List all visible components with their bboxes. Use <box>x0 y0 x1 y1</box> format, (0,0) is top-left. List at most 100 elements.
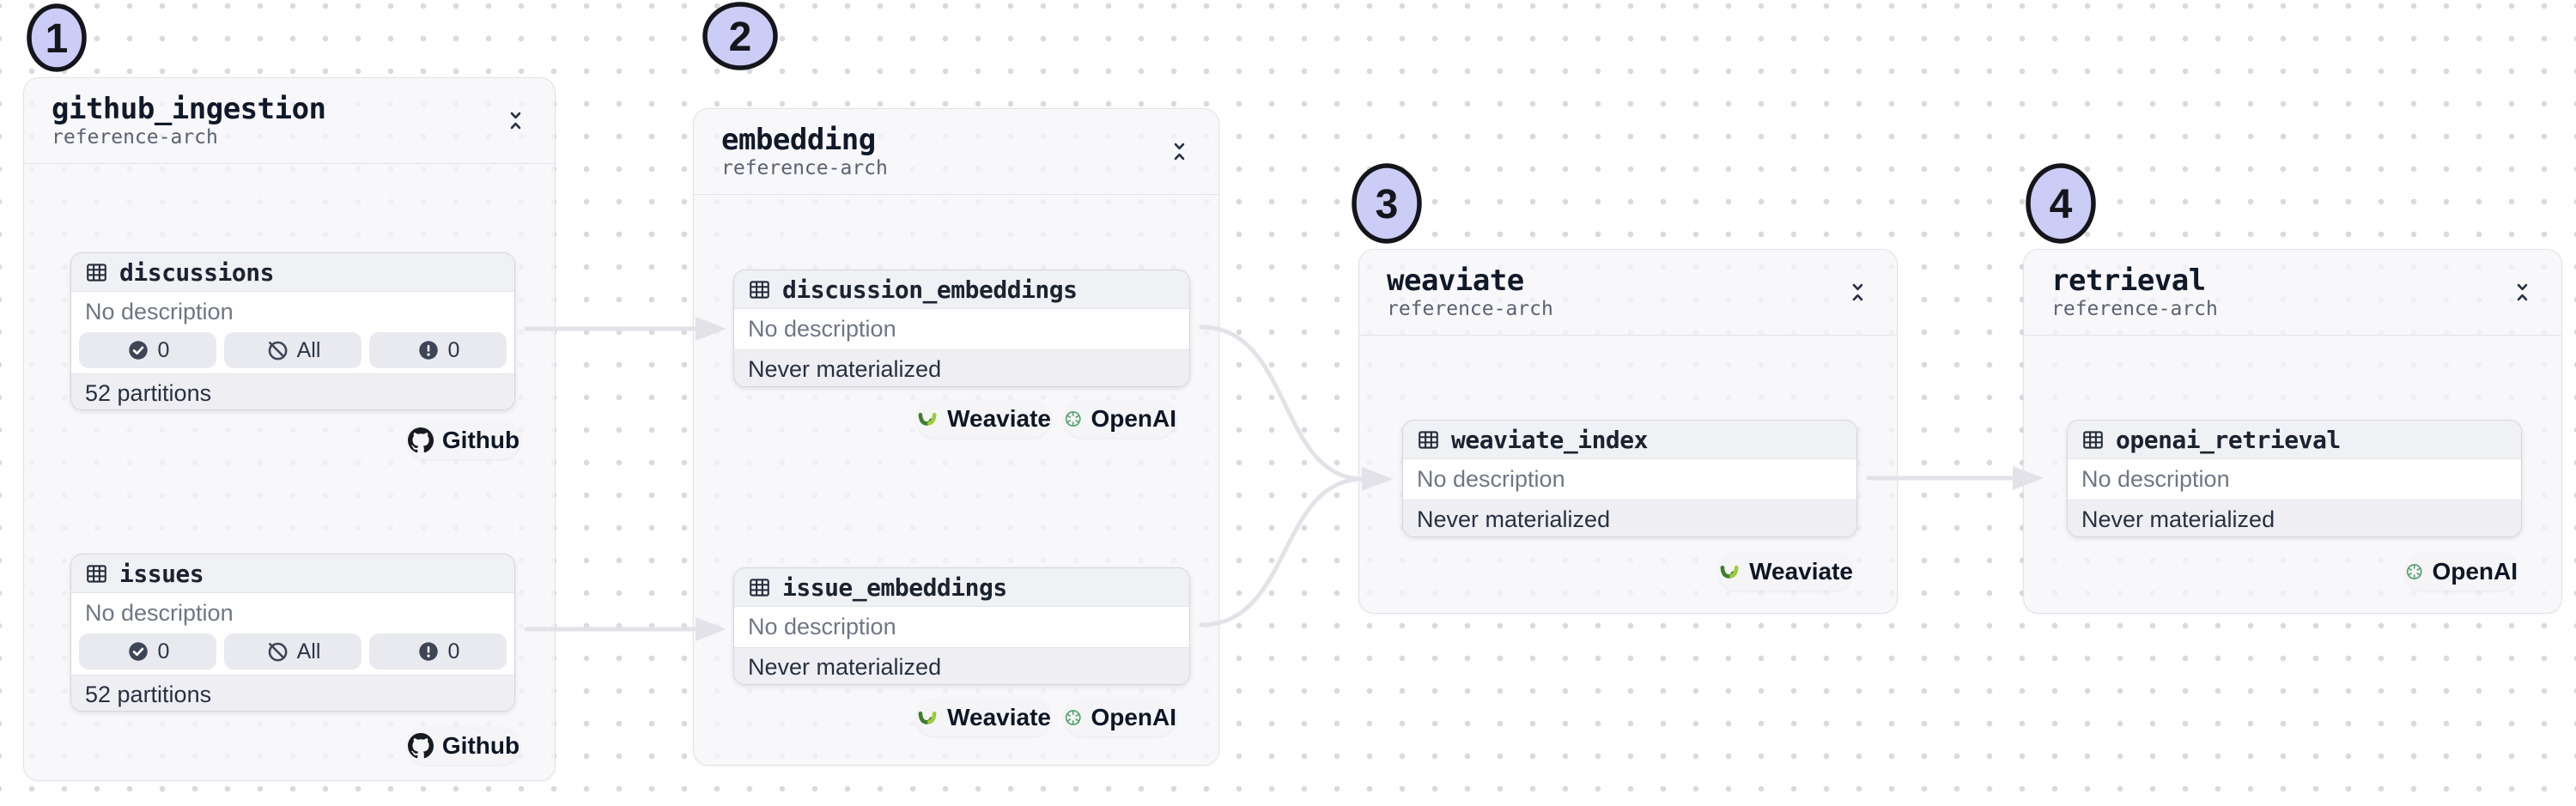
asset-card-weaviate-index[interactable]: weaviate_index No description Never mate… <box>1402 420 1857 537</box>
group-title: github_ingestion <box>52 92 326 126</box>
kind-badge-weaviate: Weaviate <box>1718 553 1853 591</box>
checks-passed-pill[interactable]: 0 <box>79 332 216 368</box>
asset-description: No description <box>1417 466 1565 492</box>
asset-description: No description <box>748 614 896 639</box>
group-subtitle: reference-arch <box>721 157 888 179</box>
asset-status-footer: Never materialized <box>734 349 1189 386</box>
badge-label: Github <box>441 732 520 759</box>
kind-badge-github: Github <box>407 421 520 459</box>
alert-circle-icon <box>418 341 438 360</box>
badge-label: Weaviate <box>947 704 1051 730</box>
edge-issue-embeddings-to-weaviate-index <box>1199 476 1366 627</box>
asset-name: discussions <box>119 258 274 287</box>
checks-passed-pill[interactable]: 0 <box>79 633 216 670</box>
collapse-group-button[interactable] <box>1843 277 1873 307</box>
pill-label: 0 <box>447 639 460 664</box>
asset-card-header: discussions <box>71 253 514 292</box>
pill-label: 0 <box>447 337 460 362</box>
annotation-number: 4 <box>2050 182 2073 227</box>
group-embedding: embedding reference-arch discussion_embe… <box>693 108 1219 766</box>
group-title: weaviate <box>1387 264 1524 298</box>
missing-pill[interactable]: All <box>224 332 361 368</box>
asset-status-footer: Never materialized <box>1403 500 1856 536</box>
annotation-circle-3: 3 <box>1352 163 1422 244</box>
collapse-group-button[interactable] <box>501 106 531 136</box>
group-header[interactable]: embedding reference-arch <box>694 109 1218 195</box>
missing-pill[interactable]: All <box>224 633 361 670</box>
weaviate-icon <box>916 406 939 432</box>
asset-card-issue-embeddings[interactable]: issue_embeddings No description Never ma… <box>733 567 1190 685</box>
group-retrieval: retrieval reference-arch openai_retrieva… <box>2023 249 2562 614</box>
check-circle-icon <box>127 640 149 663</box>
kind-badge-weaviate: Weaviate <box>916 400 1051 438</box>
asset-card-openai-retrieval[interactable]: openai_retrieval No description Never ma… <box>2067 420 2522 537</box>
kind-badge-openai: OpenAI <box>2405 553 2518 591</box>
asset-card-header: discussion_embeddings <box>734 270 1189 309</box>
asset-card-discussion-embeddings[interactable]: discussion_embeddings No description Nev… <box>733 270 1190 387</box>
asset-card-header: openai_retrieval <box>2068 421 2521 459</box>
asset-name: weaviate_index <box>1451 425 1649 454</box>
table-icon <box>87 564 106 583</box>
group-github-ingestion: github_ingestion reference-arch discussi… <box>23 77 556 781</box>
badge-label: Weaviate <box>947 405 1051 432</box>
group-header[interactable]: github_ingestion reference-arch <box>24 78 555 164</box>
pill-label: All <box>296 639 321 664</box>
openai-icon <box>2405 562 2424 581</box>
badge-label: Weaviate <box>1749 558 1853 585</box>
asset-name: issue_embeddings <box>782 573 1007 602</box>
asset-card-header: issues <box>71 555 514 593</box>
kind-badge-openai: OpenAI <box>1064 400 1176 438</box>
asset-card-issues[interactable]: issues No description 0 All 0 52 partiti… <box>70 554 515 712</box>
alert-circle-icon <box>418 642 438 661</box>
asset-name: discussion_embeddings <box>782 275 1078 304</box>
edge-discussion-embeddings-to-weaviate-index <box>1199 324 1366 482</box>
annotation-number: 1 <box>46 16 69 62</box>
group-title: retrieval <box>2051 264 2206 298</box>
collapse-group-button[interactable] <box>2507 277 2537 307</box>
asset-status-pills: 0 All 0 <box>71 633 514 675</box>
openai-icon <box>1064 708 1083 727</box>
group-header[interactable]: weaviate reference-arch <box>1359 250 1897 336</box>
group-header[interactable]: retrieval reference-arch <box>2024 250 2561 336</box>
github-icon <box>407 733 434 759</box>
collapse-icon <box>2517 283 2528 301</box>
collapse-icon <box>1174 142 1185 161</box>
weaviate-icon <box>1718 559 1741 585</box>
kind-badge-openai: OpenAI <box>1064 699 1176 736</box>
annotation-circle-4: 4 <box>2026 163 2096 244</box>
asset-description: No description <box>85 600 234 626</box>
failed-pill[interactable]: 0 <box>369 332 507 368</box>
pill-label: All <box>296 337 321 362</box>
failed-pill[interactable]: 0 <box>369 633 507 670</box>
collapse-group-button[interactable] <box>1164 136 1194 167</box>
annotation-number: 2 <box>729 15 752 60</box>
badge-label: OpenAI <box>1091 405 1176 432</box>
check-circle-icon <box>127 339 149 361</box>
badge-label: Github <box>441 427 520 453</box>
asset-name: issues <box>119 559 204 588</box>
kind-badge-weaviate: Weaviate <box>916 699 1051 736</box>
badge-label: OpenAI <box>1091 704 1176 730</box>
asset-status-footer: Never materialized <box>2068 500 2521 536</box>
group-title: embedding <box>721 123 876 157</box>
group-weaviate: weaviate reference-arch weaviate_index N… <box>1358 249 1898 614</box>
asset-status-footer: Never materialized <box>734 647 1189 684</box>
collapse-icon <box>510 112 521 130</box>
group-subtitle: reference-arch <box>1387 298 1553 320</box>
annotation-circle-1: 1 <box>27 3 87 72</box>
asset-partitions-footer: 52 partitions <box>71 373 514 409</box>
table-icon <box>750 578 769 597</box>
github-icon <box>407 427 434 453</box>
asset-description: No description <box>85 299 234 324</box>
pill-label: 0 <box>157 639 170 664</box>
table-icon <box>87 263 106 282</box>
collapse-icon <box>1852 283 1863 301</box>
asset-card-discussions[interactable]: discussions No description 0 All 0 52 pa… <box>70 252 515 410</box>
annotation-circle-2: 2 <box>702 2 778 70</box>
block-circle-icon <box>268 341 288 361</box>
asset-status-pills: 0 All 0 <box>71 332 514 373</box>
asset-description: No description <box>2081 466 2230 492</box>
asset-description: No description <box>748 316 896 342</box>
pill-label: 0 <box>157 337 170 362</box>
